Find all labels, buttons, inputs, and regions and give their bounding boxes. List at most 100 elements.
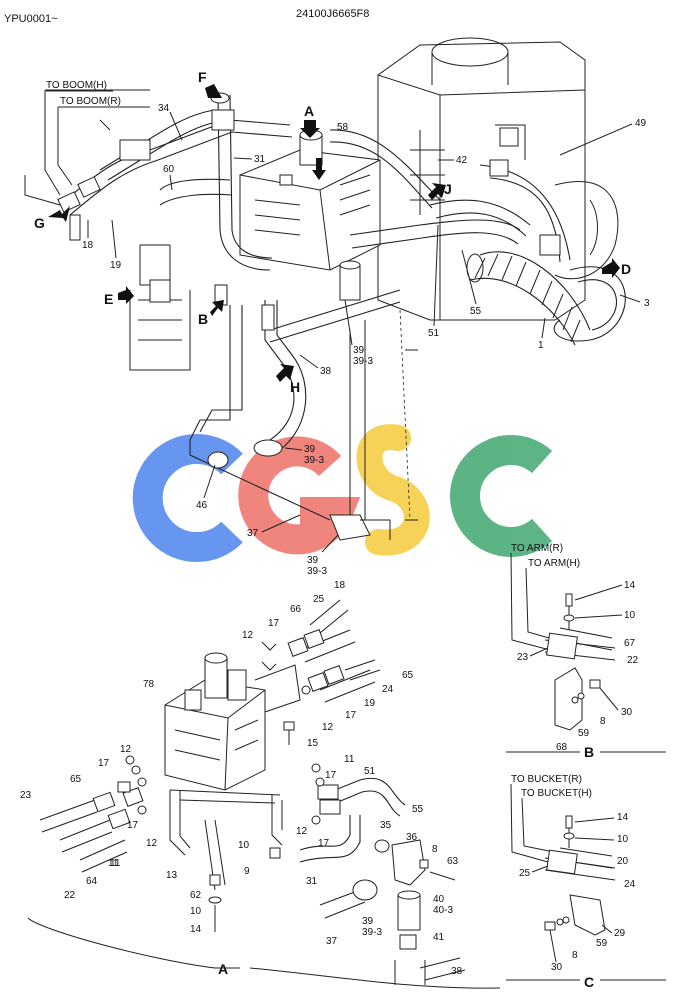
detail-c-drawing: TO BUCKET(R) TO BUCKET(H) <box>506 774 666 981</box>
label-to-arm-h: TO ARM(H) <box>528 558 580 569</box>
callout-a-17-left: 17 <box>98 758 110 769</box>
watermark-letter-c2 <box>450 435 553 557</box>
view-letter-d: D <box>621 261 631 277</box>
arrow-f-icon <box>205 84 222 98</box>
callouts-detail-a: 18 25 66 17 12 65 24 78 19 17 12 15 11 1… <box>20 580 463 977</box>
callout-39-b: 39 <box>304 444 316 455</box>
callout-a-36: 36 <box>406 832 418 843</box>
view-letter-j: J <box>444 181 452 197</box>
label-to-boom-r: TO BOOM(R) <box>60 96 121 107</box>
callout-a-37: 37 <box>326 936 338 947</box>
callout-a-22: 22 <box>64 890 76 901</box>
callout-39-c: 39 <box>307 555 319 566</box>
arrow-d-icon <box>602 258 620 278</box>
callout-a-17-mid: 17 <box>345 710 357 721</box>
callout-a-10-b: 10 <box>190 906 202 917</box>
callout-37: 37 <box>247 528 259 539</box>
callout-b-68: 68 <box>556 742 568 753</box>
callout-49: 49 <box>635 118 647 129</box>
callout-1: 1 <box>538 340 544 351</box>
callout-a-24: 24 <box>382 684 394 695</box>
callout-a-11-right: 11 <box>344 754 355 765</box>
watermark-letter-c1 <box>132 434 243 562</box>
watermark-letter-g <box>238 436 361 555</box>
callout-b-8: 8 <box>600 716 606 727</box>
arrow-e-icon <box>118 286 134 304</box>
callout-60: 60 <box>163 164 175 175</box>
view-letter-a: A <box>304 103 314 119</box>
callout-a-35: 35 <box>380 820 392 831</box>
callout-a-13: 13 <box>166 870 178 881</box>
callout-a-12-left: 12 <box>120 744 132 755</box>
callouts-main: 34 31 60 58 42 49 18 19 3 55 51 1 39 39-… <box>82 103 650 577</box>
watermark-logo <box>132 424 553 562</box>
section-label-c: C <box>584 974 594 990</box>
callout-b-59: 59 <box>578 728 590 739</box>
callout-a-40: 40 <box>433 894 445 905</box>
callouts-detail-b: 14 10 67 22 23 30 8 59 68 <box>517 580 639 753</box>
callout-c-20: 20 <box>617 856 629 867</box>
callout-a-65-left: 65 <box>70 774 82 785</box>
label-to-bucket-h: TO BUCKET(H) <box>521 788 592 799</box>
callout-b-30: 30 <box>621 707 633 718</box>
callouts-detail-c: 14 10 20 25 24 29 59 8 30 <box>519 812 636 973</box>
view-letter-b: B <box>198 311 208 327</box>
callout-a-23: 23 <box>20 790 32 801</box>
callout-a-55: 55 <box>412 804 424 815</box>
callout-a-14: 14 <box>190 924 202 935</box>
callout-39-a: 39 <box>353 345 365 356</box>
callout-c-29: 29 <box>614 928 626 939</box>
callout-31: 31 <box>254 154 266 165</box>
label-to-arm-r: TO ARM(R) <box>511 543 563 554</box>
callout-a-12-lower: 12 <box>146 838 158 849</box>
callout-a-25: 25 <box>313 594 325 605</box>
callout-a-17-top: 17 <box>268 618 280 629</box>
arrow-down-icon <box>312 158 326 180</box>
label-to-boom-h: TO BOOM(H) <box>46 80 107 91</box>
callout-a-41: 41 <box>433 932 445 943</box>
callout-a-40-3: 40-3 <box>433 905 453 916</box>
callout-a-19: 19 <box>364 698 376 709</box>
drawing-number: 24100J6665F8 <box>296 8 369 20</box>
main-assembly-drawing <box>24 37 626 541</box>
callout-19: 19 <box>110 260 122 271</box>
callout-46: 46 <box>196 500 208 511</box>
callout-a-10-r: 10 <box>238 840 250 851</box>
callout-c-25: 25 <box>519 868 531 879</box>
callout-a-9: 9 <box>244 866 250 877</box>
arrow-g-icon <box>48 206 70 222</box>
callout-c-10: 10 <box>617 834 629 845</box>
callout-a-12-r3: 12 <box>296 826 308 837</box>
view-letter-h: H <box>290 379 300 395</box>
callout-b-67: 67 <box>624 638 636 649</box>
callout-39-3-c: 39-3 <box>307 566 327 577</box>
callout-b-22: 22 <box>627 655 639 666</box>
callout-42: 42 <box>456 155 468 166</box>
callout-a-78: 78 <box>143 679 155 690</box>
view-letter-f: F <box>198 69 207 85</box>
callout-a-63: 63 <box>447 856 459 867</box>
arrow-a-icon <box>300 120 320 138</box>
callout-b-14: 14 <box>624 580 636 591</box>
callout-a-17-lower: 17 <box>127 820 139 831</box>
callout-c-24: 24 <box>624 879 636 890</box>
arrow-h-icon <box>276 364 294 382</box>
callout-a-17-r2: 17 <box>325 770 337 781</box>
callout-38: 38 <box>320 366 332 377</box>
callout-55: 55 <box>470 306 482 317</box>
callout-a-65-right: 65 <box>402 670 414 681</box>
view-arrows-main: F A G E B H J D <box>34 69 631 395</box>
detail-a-drawing <box>39 599 466 985</box>
callout-a-62: 62 <box>190 890 202 901</box>
serial-range: YPU0001~ <box>4 13 58 25</box>
callout-39-3-a: 39-3 <box>353 356 373 367</box>
callout-a-31: 31 <box>306 876 318 887</box>
callout-a-11-lower: 11 <box>110 858 121 869</box>
callout-a-12-mid: 12 <box>322 722 334 733</box>
callout-3: 3 <box>644 298 650 309</box>
callout-a-64: 64 <box>86 876 98 887</box>
callout-34: 34 <box>158 103 170 114</box>
detail-b-drawing: TO ARM(R) TO ARM(H) <box>506 543 666 753</box>
callout-c-59: 59 <box>596 938 608 949</box>
